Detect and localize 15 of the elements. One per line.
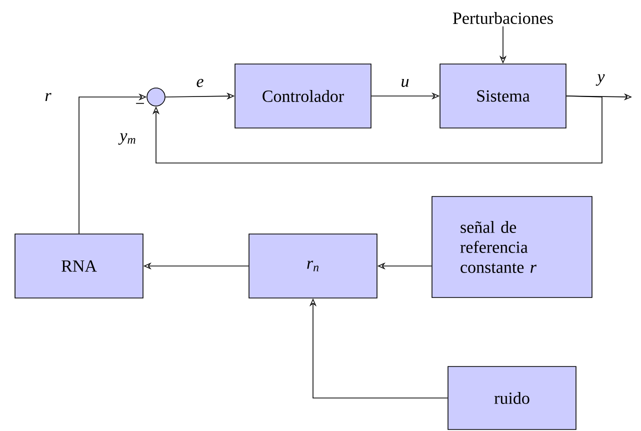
arrow <box>152 96 602 164</box>
edge-label: y <box>596 74 605 86</box>
edge-label: r <box>45 93 52 101</box>
block-box: Sistema <box>440 64 566 128</box>
summing-junction <box>146 88 166 106</box>
block-box: r$_{n}$ <box>248 234 378 298</box>
block-box: señal de referencia constante r <box>432 196 592 298</box>
edge-label: u <box>402 79 409 87</box>
edge-label: y$_{m}$ <box>118 133 136 145</box>
input-label: Perturbaciones <box>452 12 553 24</box>
block-box: RNA <box>14 234 144 298</box>
minus-sign: − <box>136 102 144 104</box>
block-box: Controlador <box>234 64 372 128</box>
edge-label: e <box>196 78 204 88</box>
block-box: ruido <box>448 366 576 430</box>
